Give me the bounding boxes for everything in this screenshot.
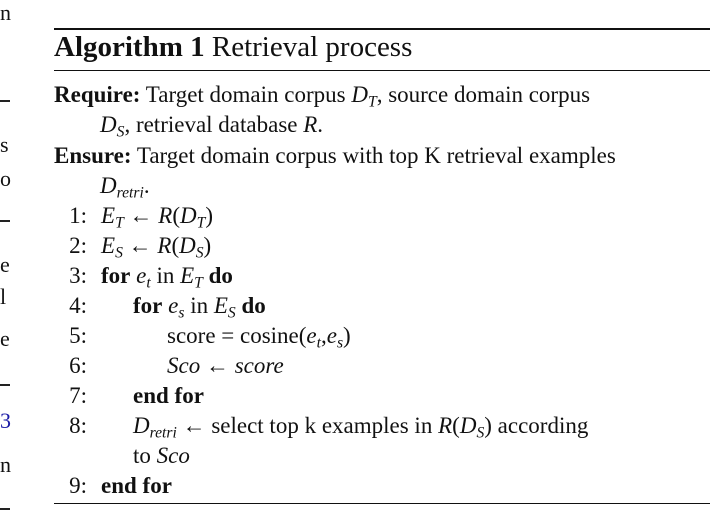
step-2: 2:ES ← R(DS) xyxy=(54,233,211,261)
step-number: 9: xyxy=(69,473,87,498)
step-number: 6: xyxy=(69,353,87,378)
select-text: ← select top k examples in xyxy=(182,413,433,438)
keyword-end-for: end for xyxy=(101,473,172,498)
step-6: 6:Sco ← score xyxy=(54,353,284,379)
bottom-rule xyxy=(54,503,710,504)
step-7: 7: end for xyxy=(54,383,204,409)
algorithm-title-text: Retrieval process xyxy=(211,31,413,63)
require-line: Require: Target domain corpus DT, source… xyxy=(54,82,591,111)
step-number: 4: xyxy=(69,293,87,318)
algorithm-title-label: Algorithm 1 xyxy=(54,31,205,63)
ensure-line: Ensure: Target domain corpus with top K … xyxy=(54,143,616,169)
margin-rule xyxy=(0,384,10,386)
keyword-do: do xyxy=(241,293,266,318)
title-rule xyxy=(54,70,710,71)
require-text: Target domain corpus xyxy=(145,82,346,107)
margin-fragment: s xyxy=(0,132,9,157)
margin-fragment: 3 xyxy=(0,408,11,433)
top-rule xyxy=(54,28,710,30)
ensure-text: Target domain corpus with top K retrieva… xyxy=(136,143,616,168)
margin-fragment: n xyxy=(0,0,11,25)
step-number: 5: xyxy=(69,323,87,348)
margin-fragment: l xyxy=(0,284,7,309)
step-number: 7: xyxy=(69,383,87,408)
score-text: score = cosine( xyxy=(167,323,307,348)
step-9: 9: end for xyxy=(54,473,172,499)
step-number: 3: xyxy=(69,263,87,288)
step-8-continuation: to Sco xyxy=(133,443,190,468)
require-label: Require: xyxy=(54,82,141,107)
keyword-end-for: end for xyxy=(133,383,204,408)
keyword-for: for xyxy=(133,293,163,318)
margin-fragment: n xyxy=(0,452,11,477)
keyword-for: for xyxy=(101,263,131,288)
step-4: 4:for es in ES do xyxy=(54,293,266,321)
margin-rule xyxy=(0,220,10,222)
algorithm-title: Algorithm 1 Retrieval process xyxy=(54,31,412,64)
step-1: 1:ET ← R(DT) xyxy=(54,203,213,231)
ensure-label: Ensure: xyxy=(54,143,132,168)
margin-rule xyxy=(0,508,10,510)
margin-fragment: o xyxy=(0,166,11,191)
margin-fragment: e xyxy=(0,326,10,351)
margin-rule xyxy=(0,100,10,102)
step-number: 2: xyxy=(69,233,87,258)
step-number: 8: xyxy=(69,413,87,438)
require-continuation: DS, retrieval database R. xyxy=(100,112,324,141)
step-number: 1: xyxy=(69,203,87,228)
step-5: 5:score = cosine(et,es) xyxy=(54,323,351,351)
step-3: 3:for et in ET do xyxy=(54,263,233,291)
keyword-do: do xyxy=(208,263,233,288)
margin-fragment: e xyxy=(0,252,10,277)
ensure-continuation: Dretri. xyxy=(100,173,150,202)
step-8: 8:Dretri ← select top k examples in R(DS… xyxy=(54,413,588,441)
